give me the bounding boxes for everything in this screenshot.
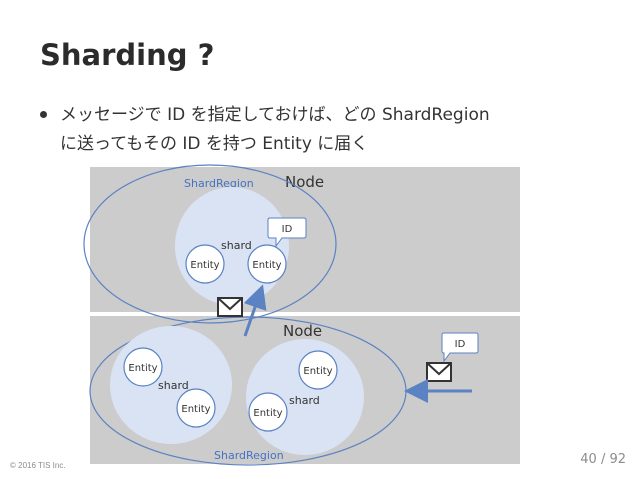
shard-region-bottom-label: ShardRegion — [214, 449, 284, 462]
entity-bottom-4-label: Entity — [253, 408, 282, 419]
bullet-text-line-1: メッセージで ID を指定しておけば、どの ShardRegion — [60, 105, 490, 125]
node-top-panel — [90, 167, 520, 312]
slide-title: Sharding ? — [40, 38, 215, 72]
entity-bottom-2 — [176, 388, 216, 428]
id-callout-bottom: ID — [441, 332, 479, 363]
message-arrow-forward — [243, 284, 267, 337]
entity-bottom-4 — [248, 392, 288, 432]
envelope-icon — [217, 297, 243, 317]
entity-bottom-1-label: Entity — [128, 363, 157, 374]
shard-top-label: shard — [221, 239, 252, 252]
entity-bottom-3-label: Entity — [303, 366, 332, 377]
page-number: 40 / 92 — [580, 452, 626, 467]
envelope-icon — [426, 362, 452, 382]
id-callout-top: ID — [267, 217, 307, 248]
entity-bottom-2-label: Entity — [181, 404, 210, 415]
shard-bottom-left-label: shard — [158, 379, 189, 392]
entity-top-right-label: Entity — [252, 260, 281, 271]
id-callout-top-label: ID — [282, 224, 293, 235]
node-bottom-label: Node — [283, 322, 322, 340]
shard-region-top-outline — [83, 164, 337, 324]
entity-top-left — [185, 244, 225, 284]
bullet-text-line-2: に送ってもその ID を持つ Entity に届く — [60, 134, 369, 154]
shard-bottom-right-label: shard — [289, 394, 320, 407]
entity-top-left-label: Entity — [190, 260, 219, 271]
entity-top-right — [247, 244, 287, 284]
shard-region-top-label: ShardRegion — [184, 177, 254, 190]
node-top-label: Node — [285, 173, 324, 191]
id-callout-bottom-label: ID — [455, 339, 466, 350]
bullet-dot — [40, 111, 47, 118]
entity-bottom-3 — [298, 350, 338, 390]
entity-bottom-1 — [123, 347, 163, 387]
footer-copyright: © 2016 TIS Inc. — [10, 461, 66, 470]
